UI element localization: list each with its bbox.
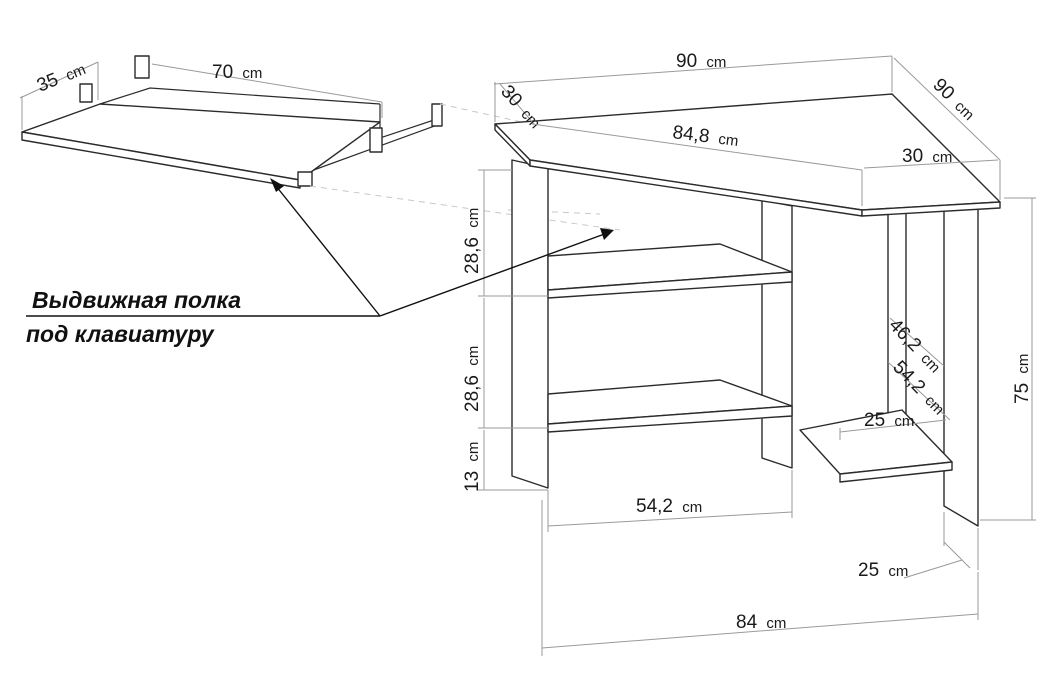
dim-shelf-width: 70 cm — [151, 62, 383, 118]
shelf-bracket — [431, 103, 443, 127]
dim-label-unit: cm — [1015, 354, 1032, 374]
upper-shelf-front — [547, 271, 793, 299]
dim-label-unit: cm — [951, 98, 977, 124]
dim-label-value: 84 — [736, 612, 758, 633]
shelf-board-front — [21, 131, 301, 189]
dim-label-value: 13 — [462, 471, 483, 492]
dim-label-unit: cm — [917, 350, 943, 376]
dim-corner-shelf-width: 25 cm — [839, 410, 947, 440]
right-leg-panel — [943, 207, 979, 527]
dim-lower-shelf-height: 28,6 cm — [462, 298, 548, 429]
dim-label-unit: cm — [706, 54, 726, 71]
dim-label-value: 54,2 — [636, 496, 673, 517]
left-side-panel — [511, 159, 549, 489]
dim-top-right-depth: 30 cm — [863, 146, 999, 169]
svg-text:28,6 cm: 28,6 cm — [462, 346, 483, 412]
svg-text:25 cm: 25 cm — [858, 560, 908, 581]
dim-label-value: 35 — [34, 69, 61, 96]
dim-label-value: 90 — [676, 51, 697, 72]
dim-label-unit: cm — [766, 615, 786, 632]
shelf-bracket — [134, 55, 150, 79]
dim-label-unit: cm — [465, 442, 482, 462]
corner-low-shelf-front — [839, 461, 953, 483]
svg-text:84 cm: 84 cm — [736, 612, 786, 633]
dim-label-value: 70 — [212, 62, 233, 83]
shelf-rear-rail — [99, 87, 381, 105]
svg-text:30 cm: 30 cm — [902, 146, 952, 167]
dim-label-unit: cm — [682, 499, 702, 516]
svg-text:70 cm: 70 cm — [212, 62, 262, 83]
middle-partition — [761, 199, 793, 469]
dim-top-front-edge: 84,8 cm — [531, 122, 863, 206]
callout-line-2: под клавиатуру — [26, 321, 215, 347]
callout-leader-desk — [379, 231, 611, 317]
svg-text:25 cm: 25 cm — [864, 410, 914, 431]
dim-label-value: 84,8 — [671, 122, 710, 147]
dim-label-value: 28,6 — [462, 237, 483, 274]
desktop-right-edge — [861, 201, 1001, 217]
callout-arrowhead — [270, 178, 284, 192]
callout-line-1: Выдвижная полка — [32, 287, 241, 313]
dim-label-value: 30 — [496, 81, 526, 111]
shelf-right-rail — [379, 104, 441, 139]
lower-shelf-front — [547, 405, 793, 433]
dim-label-value: 25 — [864, 410, 885, 431]
shelf-bracket — [369, 127, 383, 153]
dim-label-unit: cm — [717, 131, 739, 150]
svg-text:84,8 cm: 84,8 cm — [671, 122, 739, 151]
dim-total-height: 75 cm — [980, 197, 1036, 521]
callout-arrowhead — [600, 228, 614, 240]
dim-label-value: 28,6 — [462, 375, 483, 412]
dim-label-value: 75 — [1012, 383, 1033, 404]
svg-text:90 cm: 90 cm — [676, 51, 726, 72]
svg-text:13 cm: 13 cm — [462, 442, 483, 492]
shelf-bracket — [79, 83, 93, 103]
keyboard-shelf — [21, 55, 641, 231]
dim-plinth-height: 13 cm — [462, 430, 548, 492]
dim-label-unit: cm — [465, 346, 482, 366]
keyboard-shelf-callout: Выдвижная полка под клавиатуру — [26, 178, 614, 347]
dim-leg-depth: 25 cm — [858, 512, 979, 581]
callout-leader-shelf — [275, 185, 381, 317]
dim-opening-width: 54,2 cm — [547, 470, 793, 532]
corner-desk — [494, 93, 1001, 527]
dim-label-value: 25 — [858, 560, 879, 581]
dim-label-unit: cm — [242, 65, 262, 82]
shelf-projection-line — [309, 185, 621, 231]
dim-total-width: 84 cm — [541, 500, 979, 656]
svg-text:28,6 cm: 28,6 cm — [462, 208, 483, 274]
dim-upper-shelf-height: 28,6 cm — [462, 169, 548, 297]
svg-text:75 cm: 75 cm — [1012, 354, 1033, 404]
dim-label-unit: cm — [932, 149, 952, 166]
dim-top-width: 90 cm — [493, 51, 893, 122]
dim-label-value: 90 — [929, 74, 959, 104]
dim-label-unit: cm — [465, 208, 482, 228]
svg-text:54,2 cm: 54,2 cm — [636, 496, 702, 517]
shelf-bracket — [297, 171, 313, 187]
dim-label-value: 30 — [902, 146, 923, 167]
dim-label-unit: cm — [888, 563, 908, 580]
dim-label-unit: cm — [63, 61, 88, 84]
svg-text:90 cm: 90 cm — [929, 74, 980, 124]
dim-label-unit: cm — [894, 413, 914, 430]
